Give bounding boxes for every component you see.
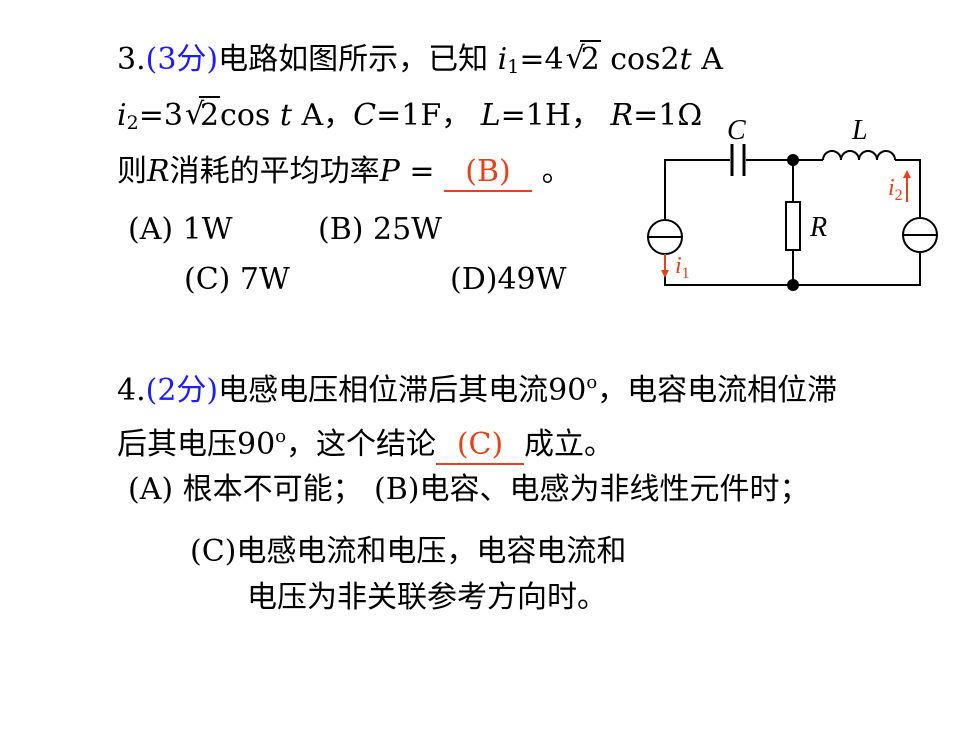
q3-number: 3. <box>117 42 146 77</box>
i2-subscript: 2 <box>126 112 139 134</box>
i1-unit: A <box>701 42 723 77</box>
wire-bottom-right <box>793 252 921 286</box>
label-c: C <box>727 115 746 146</box>
q4-line1: 4.(2分)电感电压相位滞后其电流90o，电容电流相位滞 <box>117 365 837 409</box>
sqrt-2: √2 <box>565 40 601 77</box>
label-i2: i2 <box>888 175 903 204</box>
resistor <box>785 201 801 251</box>
q4-stem-end: 成立。 <box>524 427 615 462</box>
q4-answer: (C) <box>436 427 525 465</box>
i1-coef: =4 <box>519 42 564 77</box>
q4-stem-part1: 电感电压相位滞后其电流90 <box>218 373 587 408</box>
c-symbol: C <box>353 98 377 133</box>
l-symbol: L <box>480 98 501 133</box>
i1-arrow-head <box>661 270 669 278</box>
q4-option-b: (B)电容、电感为非线性元件时； <box>374 472 810 507</box>
wire-top-right <box>895 159 921 218</box>
ask-p: P <box>379 154 400 189</box>
q4-score: (2分) <box>145 373 219 408</box>
ask-equals: = <box>409 154 435 189</box>
i2-coef: =3 <box>138 98 183 133</box>
i2-cos: cos <box>220 98 271 133</box>
i1-subscript: 1 <box>507 56 520 78</box>
ask-prefix: 则 <box>117 154 147 189</box>
label-l: L <box>851 115 868 146</box>
i1-symbol: i <box>497 42 508 77</box>
q3-line3: 则R消耗的平均功率P = (B) 。 <box>117 154 572 192</box>
q3-stem: 电路如图所示，已知 <box>218 42 489 77</box>
ask-middle: 消耗的平均功率 <box>169 154 380 189</box>
q3-option-c: (C) 7W <box>184 262 290 297</box>
r-value: =1Ω <box>633 98 703 133</box>
q4-number: 4. <box>117 373 146 408</box>
sqrt-2-second: √2 <box>184 96 221 133</box>
ask-r: R <box>147 154 170 189</box>
c-value: =1F， <box>376 98 472 133</box>
q3-line1: 3.(3分)电路如图所示，已知 i1=4√2 cos2t A <box>117 40 723 85</box>
i2-arrow-head <box>903 170 911 178</box>
ask-end: 。 <box>541 154 572 189</box>
q4-option-c-line1: (C)电感电流和电压，电容电流和 <box>190 534 627 569</box>
i2-unit: A， <box>301 98 354 133</box>
label-r: R <box>809 212 827 243</box>
q3-option-d: (D)49W <box>450 262 567 297</box>
q4-stem-part4: ，这个结论 <box>286 427 437 462</box>
q4-degree-2: o <box>275 426 287 447</box>
inductor-coil <box>822 150 896 161</box>
i2-t: t <box>279 98 292 133</box>
circuit-diagram: C L R i1 i2 <box>647 115 938 291</box>
node-bottom <box>787 279 799 291</box>
wire-top-left <box>664 159 730 220</box>
q4-option-c-line2: 电压为非关联参考方向时。 <box>247 580 607 615</box>
i1-cos: cos2 <box>610 42 680 77</box>
q4-line2: 后其电压90o，这个结论(C)成立。 <box>117 419 614 465</box>
q4-degree-1: o <box>586 372 598 393</box>
label-i1: i1 <box>675 253 690 282</box>
q4-stem-part3: 后其电压90 <box>117 427 276 462</box>
node-top <box>787 154 799 166</box>
l-value: =1H， <box>500 98 601 133</box>
q3-line2: i2=3√2cos t A，C=1F， L=1H， R=1Ω <box>117 96 703 141</box>
q4-stem-part2: ，电容电流相位滞 <box>597 373 838 408</box>
i2-symbol: i <box>117 98 127 133</box>
q3-option-b: (B) 25W <box>318 212 442 247</box>
q3-score: (3分) <box>145 42 219 77</box>
q3-option-a: (A) 1W <box>128 212 233 247</box>
q4-option-a: (A) 根本不可能； <box>128 472 363 507</box>
r-symbol: R <box>610 98 634 133</box>
i1-t: t <box>679 42 692 77</box>
q3-answer: (B) <box>444 154 533 192</box>
